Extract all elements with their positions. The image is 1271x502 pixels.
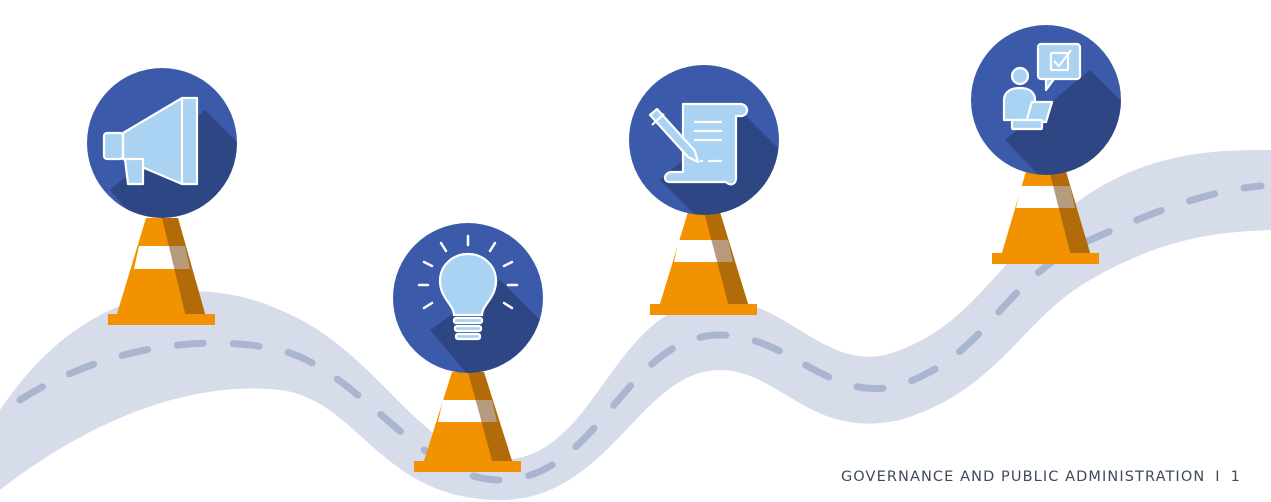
traffic-cone — [414, 372, 521, 472]
scroll-document-icon — [648, 102, 749, 186]
traffic-cone — [108, 218, 215, 325]
footer-title: GOVERNANCE AND PUBLIC ADMINISTRATION — [840, 469, 1206, 485]
badge-circle — [971, 25, 1121, 175]
person-checkbox-icon — [1002, 42, 1082, 131]
page-number: 1 — [1230, 469, 1241, 485]
milestone-1 — [87, 68, 237, 325]
road — [0, 150, 1271, 500]
megaphone-icon — [102, 96, 199, 186]
traffic-cone — [650, 212, 757, 315]
lightbulb-icon — [417, 234, 519, 341]
road-band — [0, 150, 1271, 500]
traffic-cone — [992, 158, 1099, 264]
milestone-3 — [629, 65, 779, 315]
footer-separator: I — [1215, 469, 1221, 485]
